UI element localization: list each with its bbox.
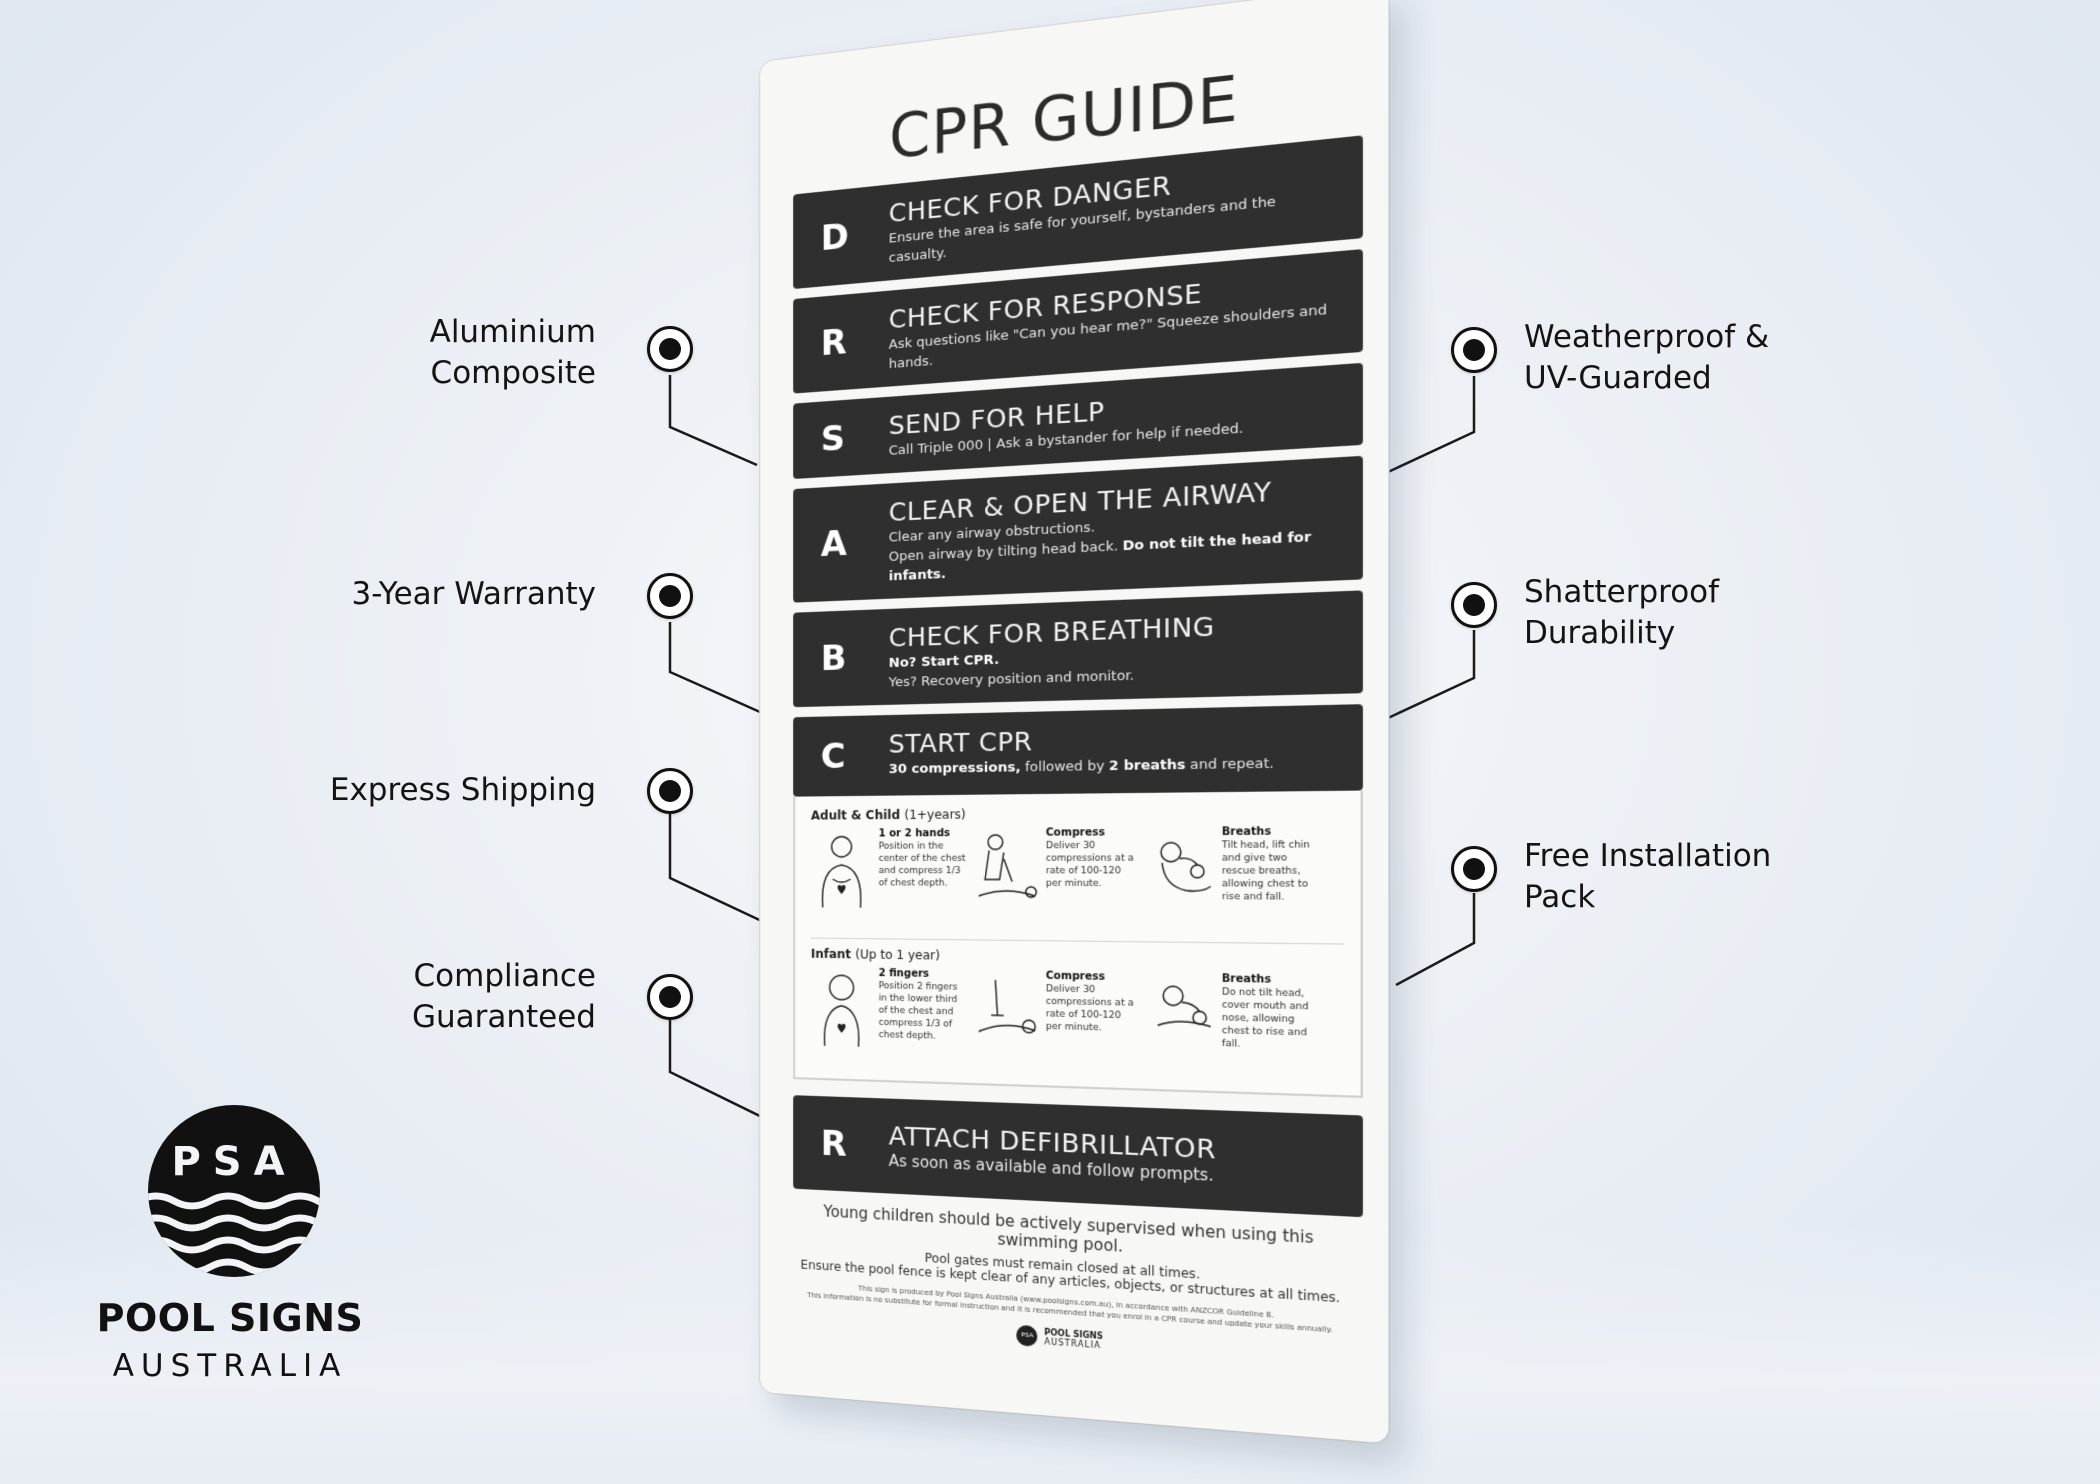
cpr-instructions-box: Adult & Child (1+years) 1 or 2 handsPosi…: [793, 791, 1363, 1098]
step-letter: D: [821, 216, 849, 259]
step-airway: A CLEAR & OPEN THE AIRWAY Clear any airw…: [793, 456, 1363, 603]
infant-compress-icon: [975, 969, 1040, 1053]
step-letter: C: [821, 736, 846, 777]
sign-notes: Young children should be actively superv…: [760, 1187, 1389, 1372]
feature-compliance-guaranteed: Compliance Guaranteed: [266, 956, 596, 1038]
feature-3-year-warranty: 3-Year Warranty: [266, 574, 596, 615]
adult-breaths-icon: [1147, 826, 1215, 912]
infant-breaths-text: BreathsDo not tilt head, cover mouth and…: [1222, 973, 1322, 1053]
step-letter: B: [821, 638, 847, 679]
feature-weatherproof-uv: Weatherproof & UV-Guarded: [1524, 317, 1884, 399]
adult-hands-text: 1 or 2 handsPosition in the center of th…: [879, 828, 969, 890]
svg-text:PSA: PSA: [171, 1139, 296, 1185]
feature-free-installation-pack: Free Installation Pack: [1524, 836, 1884, 918]
psa-logo-icon: PSA: [148, 1105, 320, 1277]
feature-express-shipping: Express Shipping: [266, 770, 596, 811]
adult-breaths-text: BreathsTilt head, lift chin and give two…: [1222, 826, 1322, 904]
cpr-sign-product: CPR GUIDE D CHECK FOR DANGER Ensure the …: [760, 62, 1380, 1402]
feature-marker-weatherproof-icon: [1451, 327, 1497, 373]
adult-cpr-row: 1 or 2 handsPosition in the center of th…: [811, 826, 1345, 935]
mini-logo-mark: PSA: [1017, 1325, 1038, 1347]
brand-name: POOL SIGNS: [60, 1296, 400, 1340]
infant-compress-text: CompressDeliver 30 compressions at a rat…: [1046, 970, 1140, 1035]
step-letter: S: [821, 418, 845, 460]
adult-child-heading: Adult & Child (1+years): [811, 804, 1345, 823]
feature-marker-aluminium-icon: [647, 326, 693, 372]
feature-aluminium-composite: Aluminium Composite: [266, 312, 596, 394]
infant-cpr-row: 2 fingersPosition 2 fingers in the lower…: [811, 967, 1345, 1084]
brand-subtitle: AUSTRALIA: [60, 1348, 400, 1384]
feature-marker-compliance-icon: [647, 974, 693, 1020]
adult-compress-text: CompressDeliver 30 compressions at a rat…: [1046, 827, 1140, 891]
cpr-sign-panel: CPR GUIDE D CHECK FOR DANGER Ensure the …: [760, 0, 1389, 1444]
infant-chest-icon: [811, 967, 873, 1049]
step-breathing: B CHECK FOR BREATHING No? Start CPR. Yes…: [793, 590, 1363, 707]
infant-heading: Infant (Up to 1 year): [811, 947, 1345, 969]
step-letter: R: [821, 322, 847, 365]
feature-marker-shatterproof-icon: [1451, 582, 1497, 628]
step-letter: R: [821, 1123, 847, 1165]
feature-marker-warranty-icon: [647, 573, 693, 619]
infant-fingers-text: 2 fingersPosition 2 fingers in the lower…: [879, 968, 969, 1044]
step-start-cpr: C START CPR 30 compressions, followed by…: [793, 704, 1363, 797]
feature-shatterproof-durability: Shatterproof Durability: [1524, 572, 1884, 654]
adult-compress-icon: [975, 827, 1040, 910]
step-letter: A: [821, 523, 847, 565]
adult-chest-icon: [811, 828, 873, 909]
mini-logo-text: POOL SIGNSAUSTRALIA: [1044, 1328, 1103, 1351]
infant-breaths-icon: [1147, 972, 1215, 1059]
feature-marker-installation-icon: [1451, 846, 1497, 892]
cpr-divider: [811, 938, 1345, 945]
feature-marker-shipping-icon: [647, 768, 693, 814]
